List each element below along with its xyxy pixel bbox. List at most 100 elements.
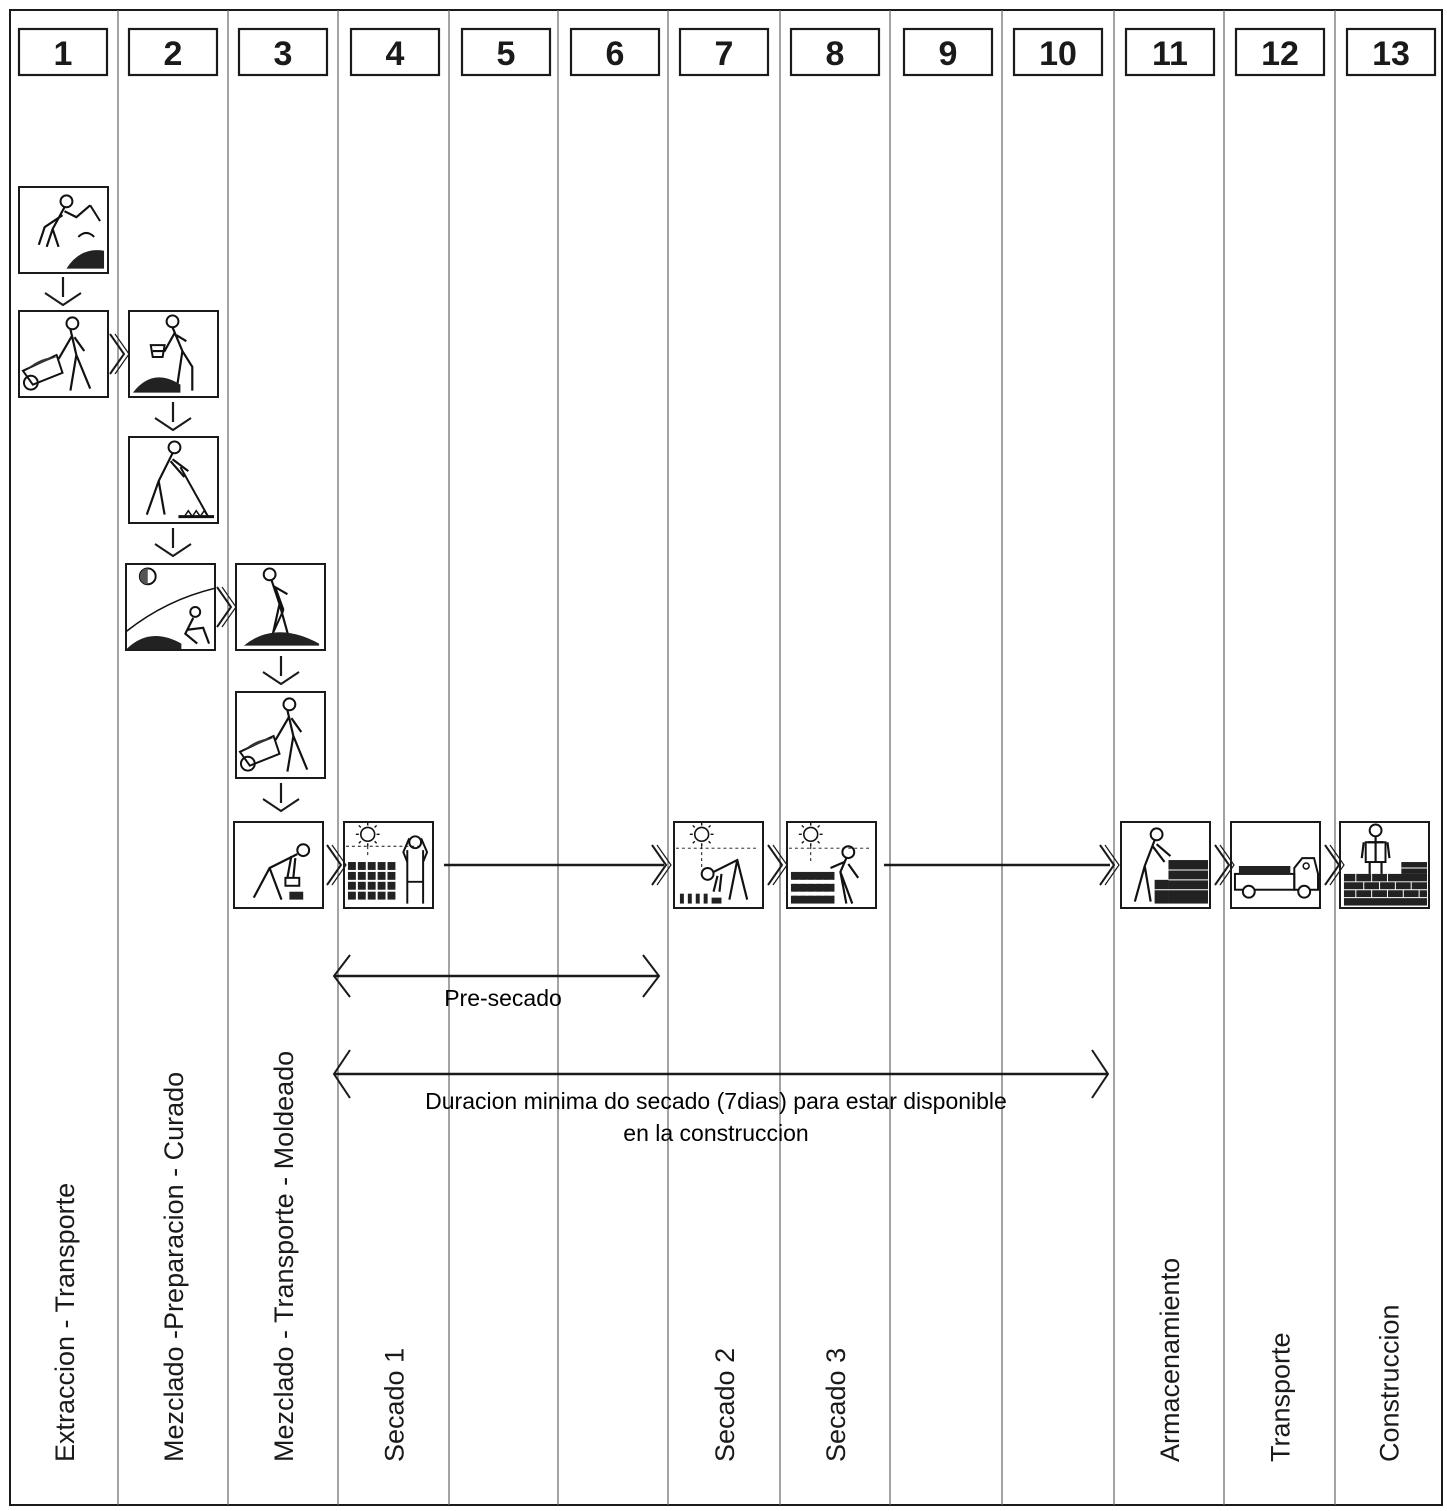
process-step xyxy=(1120,821,1211,909)
right-chevron-arrow xyxy=(1324,844,1341,886)
day-header-4: 4 xyxy=(349,27,441,77)
right-chevron-arrow-inner xyxy=(221,586,237,628)
process-step xyxy=(786,821,877,909)
day-box xyxy=(789,27,881,77)
right-chevron-arrow-inner xyxy=(656,844,672,886)
day-box xyxy=(1234,27,1326,77)
presecado-arrow-right xyxy=(642,954,661,998)
right-chevron-arrow-inner xyxy=(1329,844,1345,886)
process-step xyxy=(1339,821,1430,909)
right-chevron-arrow-inner xyxy=(114,333,130,375)
column-labels: Extraccion - Transporte Mezclado -Prepara… xyxy=(50,1051,1405,1462)
column-label-4: Secado 1 xyxy=(380,1348,410,1462)
right-chevron-arrow-inner xyxy=(1219,844,1235,886)
column-label-7: Secado 2 xyxy=(710,1348,740,1462)
process-step xyxy=(125,563,216,651)
right-chevron-arrow xyxy=(1214,844,1231,886)
day-box xyxy=(1012,27,1104,77)
day-header-10: 10 xyxy=(1012,27,1104,77)
step-frame xyxy=(673,821,764,909)
process-step xyxy=(343,821,434,909)
day-box xyxy=(127,27,219,77)
down-arrow-head xyxy=(154,417,192,432)
step-frame xyxy=(18,310,109,398)
day-header-2: 2 xyxy=(127,27,219,77)
day-number: 3 xyxy=(274,35,293,73)
day-header-8: 8 xyxy=(789,27,881,77)
column-label-12: Transporte xyxy=(1266,1332,1296,1462)
day-box xyxy=(1124,27,1216,77)
process-step xyxy=(18,310,109,398)
day-number: 7 xyxy=(715,35,734,73)
day-box xyxy=(569,27,661,77)
column-label-11: Armacenamiento xyxy=(1155,1258,1185,1462)
day-number: 10 xyxy=(1039,35,1077,73)
down-arrow-head xyxy=(262,798,300,813)
presecado-arrow-left xyxy=(332,954,351,998)
presecado-span: Pre-secado xyxy=(332,954,661,1011)
down-arrow-head xyxy=(154,543,192,558)
day-box xyxy=(237,27,329,77)
day-number: 11 xyxy=(1152,35,1188,73)
day-header-13: 13 xyxy=(1345,27,1437,77)
duracion-label-line2: en la construccion xyxy=(623,1120,808,1146)
day-header-5: 5 xyxy=(460,27,552,77)
column-label-8: Secado 3 xyxy=(821,1348,851,1462)
day-box xyxy=(678,27,770,77)
right-chevron-arrow xyxy=(651,844,668,886)
diagram-frame xyxy=(9,9,1443,1506)
right-chevron-arrow-inner xyxy=(772,844,788,886)
day-number: 9 xyxy=(939,35,958,73)
day-header-7: 7 xyxy=(678,27,770,77)
day-header-11: 11 xyxy=(1124,27,1216,77)
day-box xyxy=(349,27,441,77)
day-number: 8 xyxy=(826,35,845,73)
day-number: 6 xyxy=(606,35,625,73)
down-arrow-head xyxy=(44,292,82,307)
process-step xyxy=(128,310,219,398)
process-steps xyxy=(18,186,1430,909)
step-frame xyxy=(235,691,326,779)
day-box xyxy=(17,27,109,77)
day-header-9: 9 xyxy=(902,27,994,77)
process-step xyxy=(18,186,109,274)
day-number: 2 xyxy=(164,35,183,73)
right-chevron-arrow xyxy=(767,844,784,886)
right-chevron-arrow xyxy=(109,333,126,375)
right-chevron-arrow-inner xyxy=(1104,844,1120,886)
day-number: 12 xyxy=(1261,35,1299,73)
right-chevron-arrow xyxy=(1099,844,1116,886)
process-step xyxy=(128,436,219,524)
day-number: 1 xyxy=(54,35,73,73)
day-header-12: 12 xyxy=(1234,27,1326,77)
duracion-arrow-left xyxy=(332,1049,351,1099)
down-arrow-head xyxy=(262,671,300,686)
process-step xyxy=(233,821,324,909)
day-box xyxy=(1345,27,1437,77)
presecado-label: Pre-secado xyxy=(444,985,562,1011)
right-chevron-arrow xyxy=(326,844,343,886)
day-header-3: 3 xyxy=(237,27,329,77)
process-step xyxy=(235,563,326,651)
day-box xyxy=(460,27,552,77)
duracion-label-line1: Duracion minima do secado (7dias) para e… xyxy=(425,1088,1007,1114)
day-number: 5 xyxy=(497,35,516,73)
process-step xyxy=(1230,821,1321,909)
column-label-2: Mezclado -Preparacion - Curado xyxy=(159,1072,189,1462)
column-label-3: Mezclado - Transporte - Moldeado xyxy=(269,1051,299,1462)
duracion-arrow-right xyxy=(1091,1049,1110,1099)
right-chevron-arrow xyxy=(216,586,233,628)
right-chevron-arrow-inner xyxy=(331,844,347,886)
process-arrows xyxy=(44,277,1345,886)
day-number: 13 xyxy=(1372,35,1410,73)
column-grid xyxy=(9,9,1443,1506)
process-step xyxy=(673,821,764,909)
day-header-6: 6 xyxy=(569,27,661,77)
day-box xyxy=(902,27,994,77)
step-frame xyxy=(233,821,324,909)
column-label-13: Construccion xyxy=(1375,1304,1405,1462)
column-label-1: Extraccion - Transporte xyxy=(50,1183,80,1462)
day-number: 4 xyxy=(386,35,405,73)
